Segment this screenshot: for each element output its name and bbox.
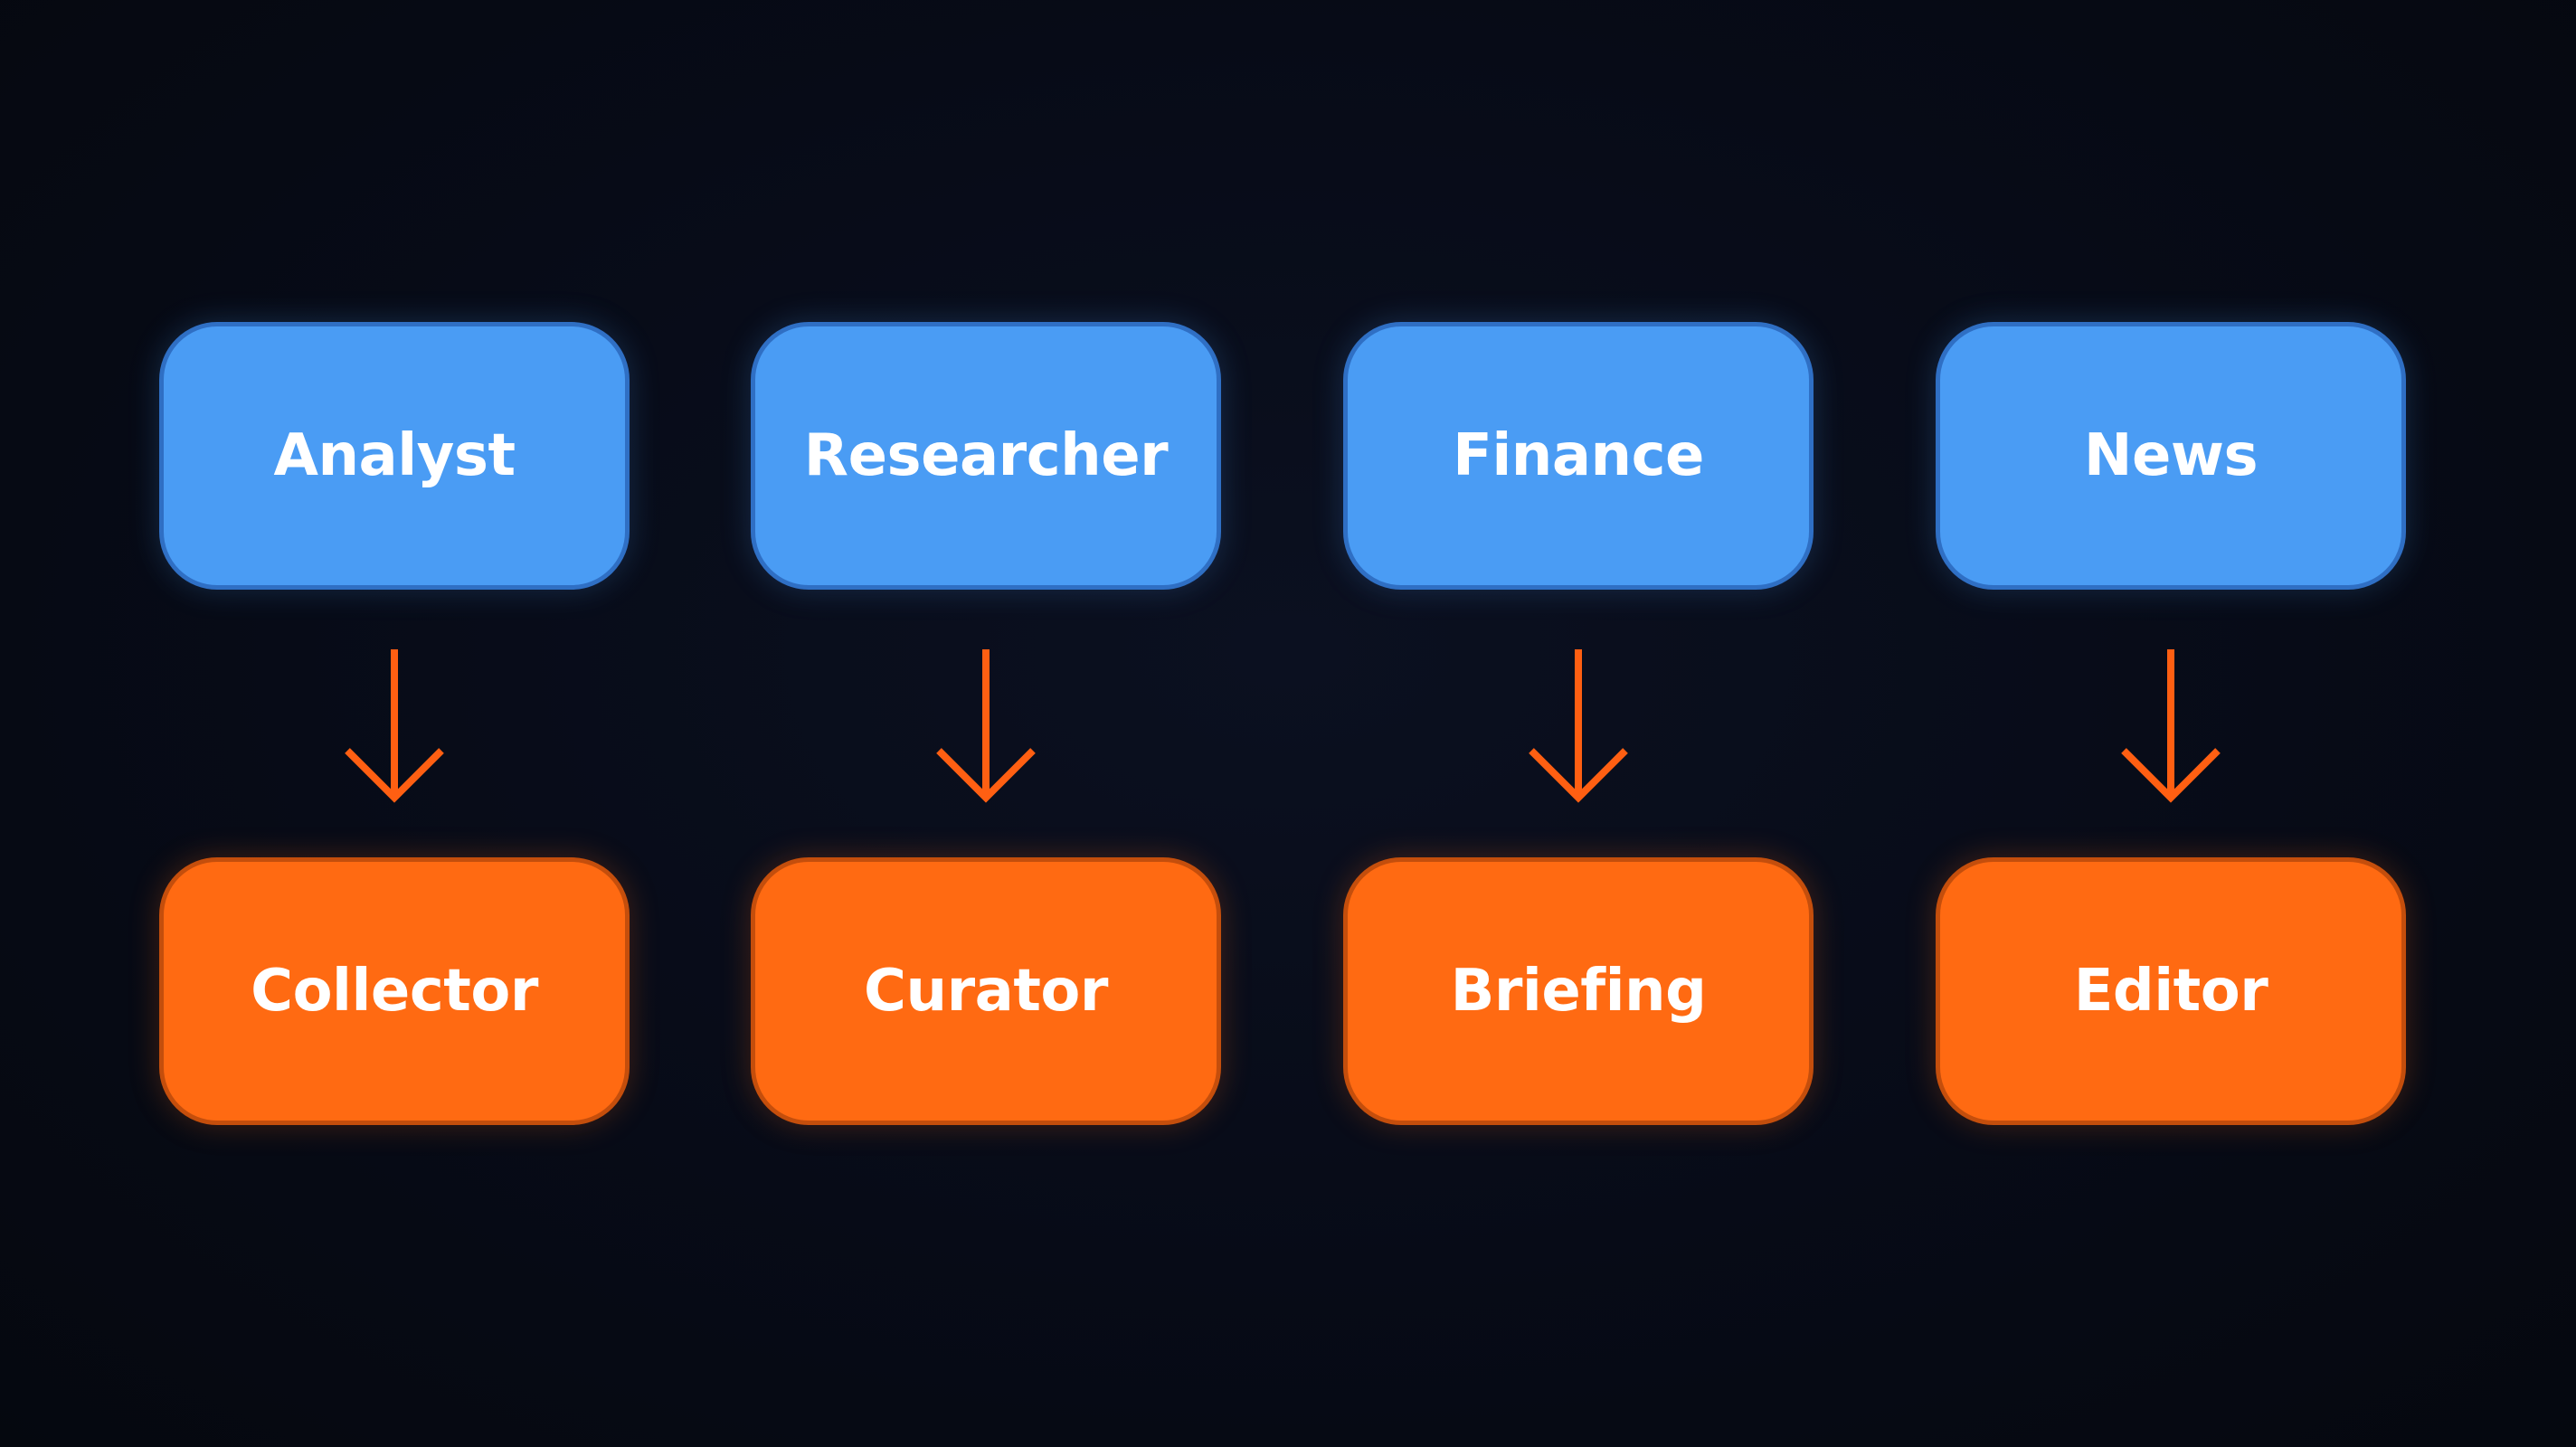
node-label: Analyst <box>273 422 516 489</box>
edge-news-to-editor <box>2117 644 2225 809</box>
node-briefing: Briefing <box>1343 857 1814 1125</box>
node-label: Curator <box>864 958 1108 1025</box>
node-finance: Finance <box>1343 322 1814 590</box>
edge-finance-to-briefing <box>1524 644 1633 809</box>
arrow-down-icon <box>345 649 444 803</box>
arrow-down-icon <box>936 649 1036 803</box>
node-label: News <box>2083 422 2259 489</box>
node-collector: Collector <box>159 857 630 1125</box>
node-researcher: Researcher <box>751 322 1221 590</box>
edge-analyst-to-collector <box>340 644 449 809</box>
node-news: News <box>1936 322 2406 590</box>
edge-researcher-to-curator <box>932 644 1040 809</box>
arrow-down-icon <box>1529 649 1628 803</box>
arrow-down-icon <box>2121 649 2221 803</box>
node-label: Briefing <box>1450 958 1707 1025</box>
node-label: Researcher <box>803 422 1169 489</box>
node-label: Collector <box>251 958 538 1025</box>
node-label: Finance <box>1453 422 1704 489</box>
node-editor: Editor <box>1936 857 2406 1125</box>
node-label: Editor <box>2073 958 2268 1025</box>
node-analyst: Analyst <box>159 322 630 590</box>
node-curator: Curator <box>751 857 1221 1125</box>
